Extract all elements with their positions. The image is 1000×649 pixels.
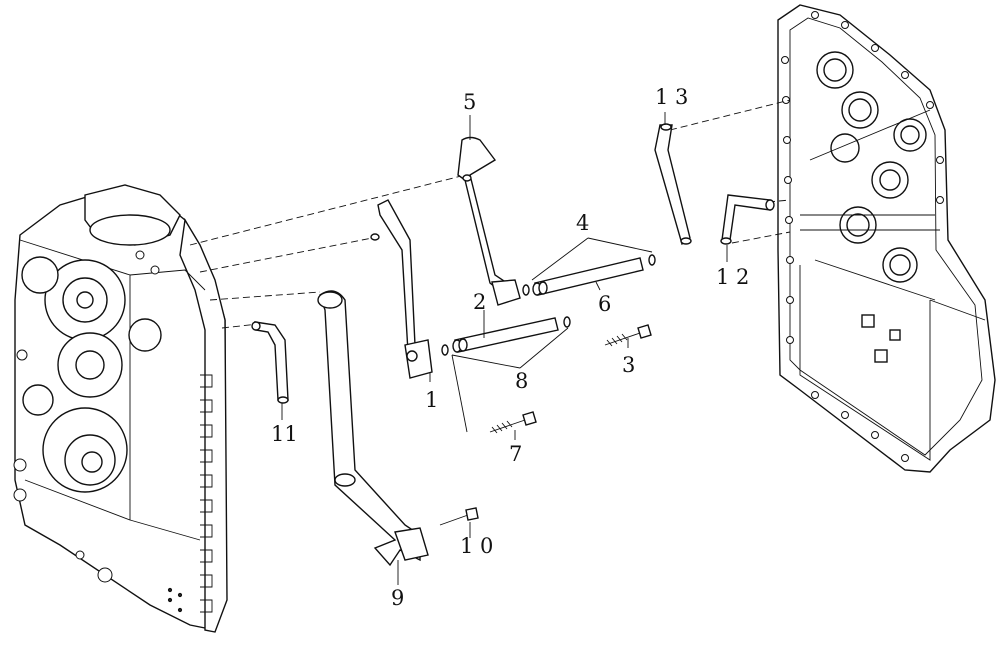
o-rings-part-4: [522, 254, 656, 296]
callout-5: 5: [463, 90, 476, 114]
bolt-part-7: [489, 411, 537, 434]
pipe-part-2: [452, 317, 559, 353]
callout-9: 9: [391, 586, 404, 610]
o-rings-part-8: [441, 316, 571, 356]
bolt-part-10: [439, 507, 479, 526]
callout-4: 4: [576, 211, 589, 235]
callout-labels: 5 2 4 6 3 1 8 7 11 9 1 0 1 2 1 3: [271, 85, 749, 610]
callout-1: 1: [425, 388, 438, 412]
callout-6: 6: [598, 292, 611, 316]
small-tube-part-11: [251, 321, 289, 404]
pipe-part-6: [532, 257, 644, 296]
callout-3: 3: [622, 353, 635, 377]
tube-part-12: [720, 194, 775, 245]
hose-part-9: [317, 290, 429, 567]
oil-tube-part-1: [370, 199, 433, 379]
tube-part-13: [654, 123, 692, 246]
callout-7: 7: [509, 442, 522, 466]
left-transmission-housing: [13, 184, 228, 633]
callout-8: 8: [515, 369, 528, 393]
callout-2: 2: [473, 290, 486, 314]
callout-10: 1 0: [460, 534, 493, 558]
callout-12: 1 2: [716, 265, 749, 289]
bolt-part-3: [604, 324, 652, 347]
oil-tube-part-5: [457, 136, 521, 306]
assembly-lines: [189, 99, 791, 329]
leader-lines: [281, 112, 728, 585]
right-cover-plate: [777, 4, 996, 473]
callout-11: 11: [271, 422, 298, 446]
callout-13: 1 3: [655, 85, 688, 109]
